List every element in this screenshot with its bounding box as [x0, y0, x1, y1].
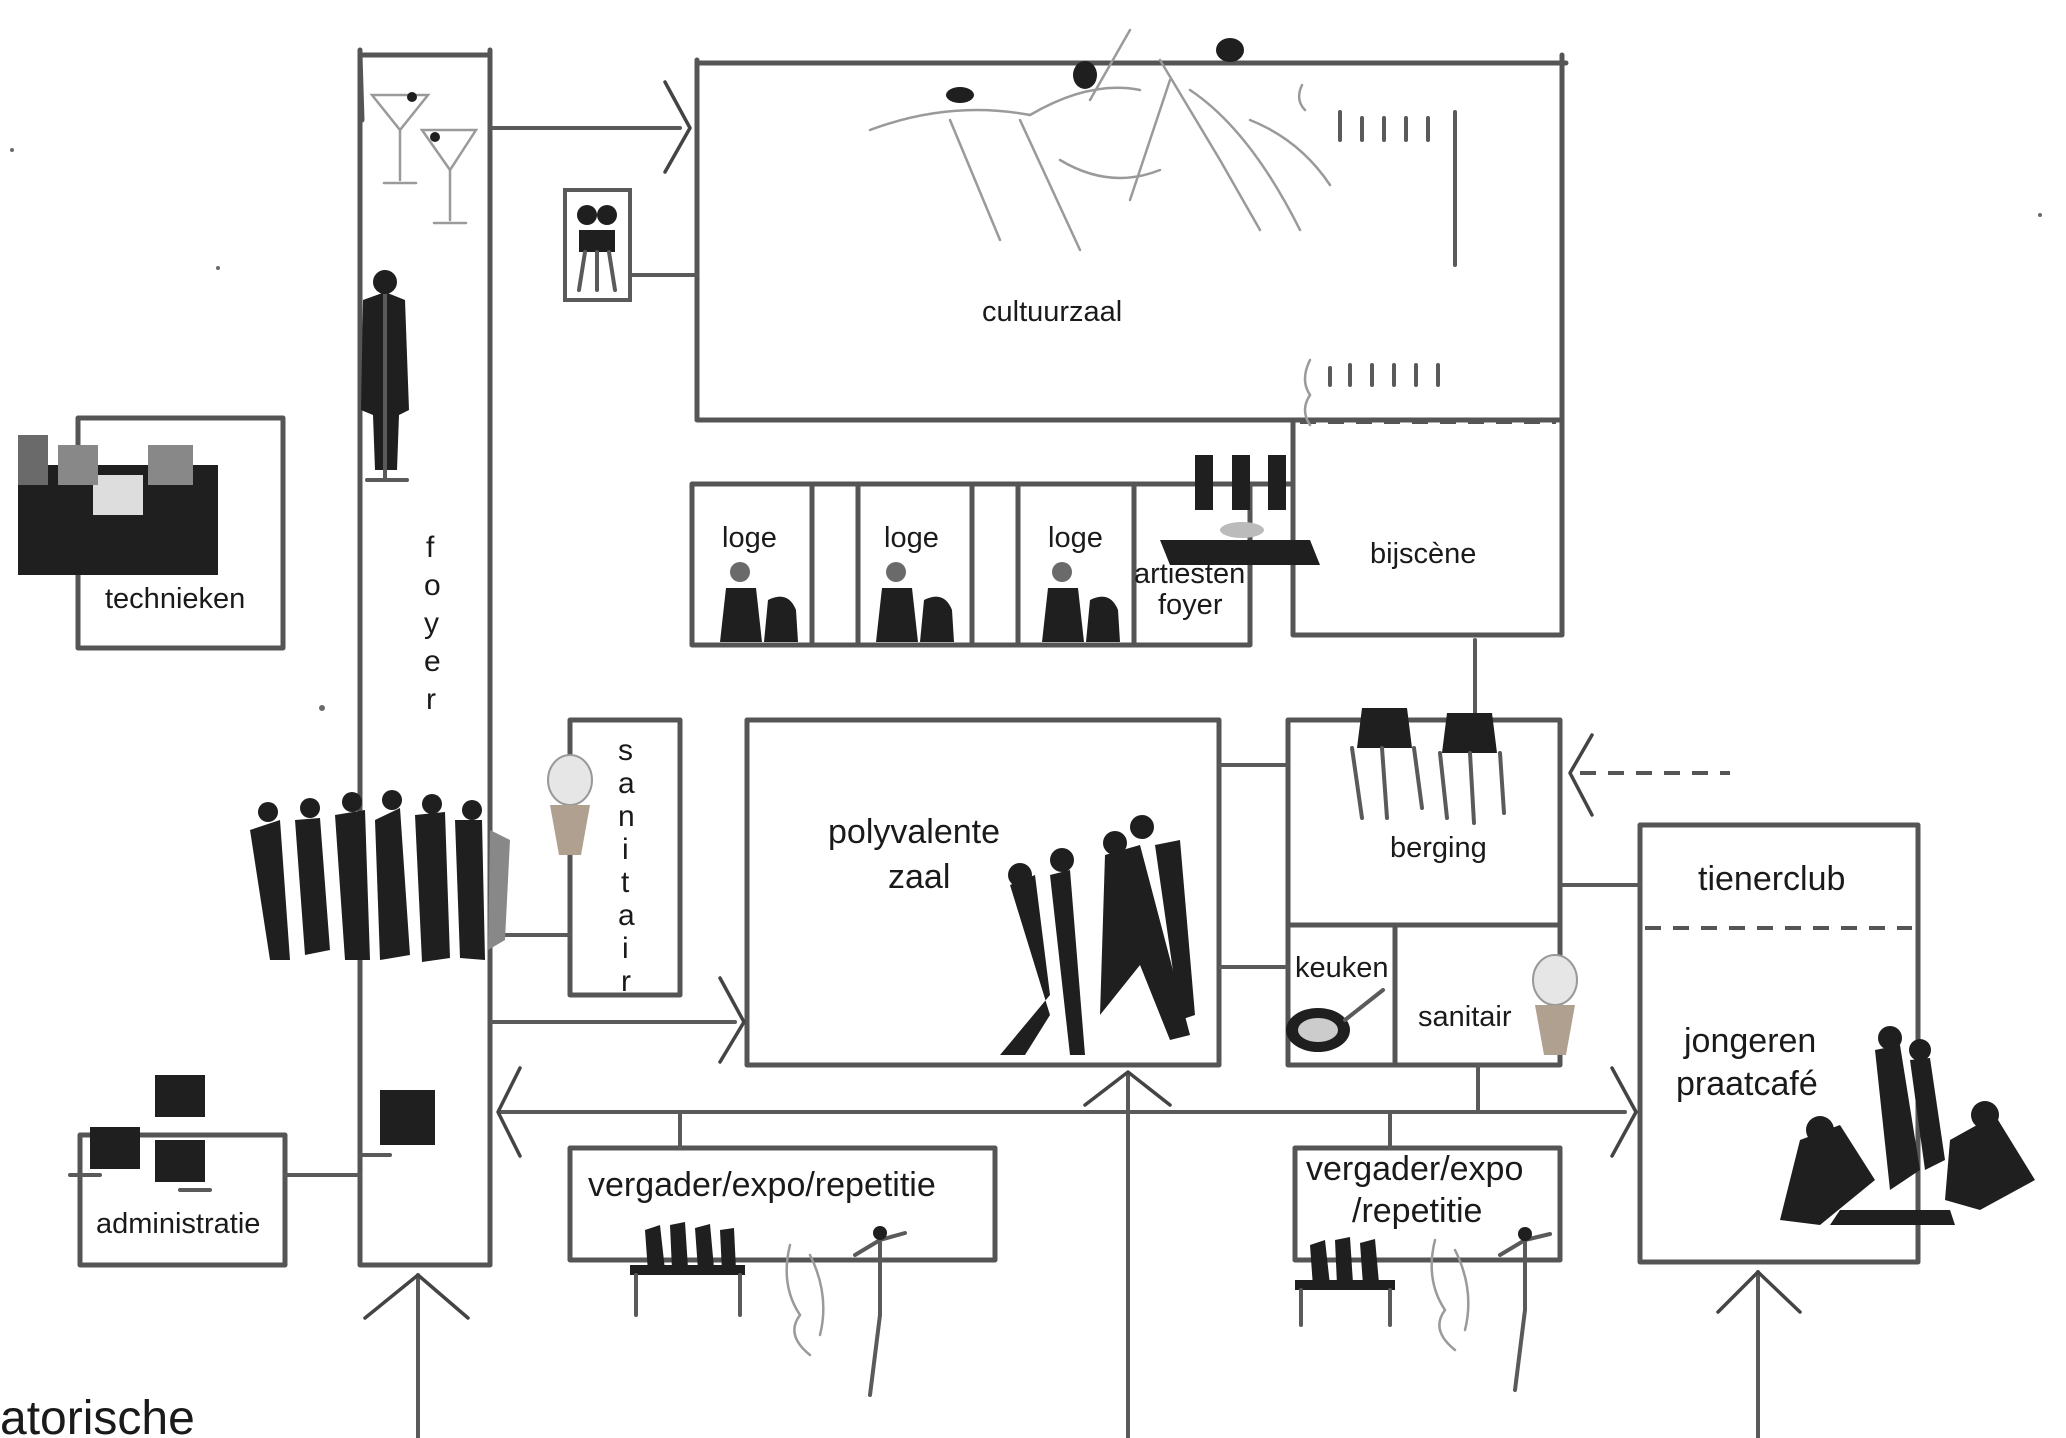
vergader-right-label-line2: /repetitie: [1352, 1192, 1482, 1230]
bijscene-label: bijscène: [1370, 538, 1476, 570]
keuken-label: keuken: [1295, 952, 1389, 984]
toilet-icon-right: [1532, 954, 1578, 1055]
crowd-icon: [250, 790, 510, 962]
cocktail-glasses-icon: [369, 92, 479, 225]
seating-rows-icon: [1297, 83, 1457, 427]
computer-monitor-icon-admin: [68, 1075, 212, 1192]
vergader-right-outline: [1292, 1145, 1563, 1263]
arrowhead-polyvalente: [718, 976, 746, 1064]
dancers-icon: [868, 28, 1332, 252]
foyer-letter-o: o: [424, 569, 441, 602]
meeting-table-icon-right: [1295, 1237, 1395, 1327]
vergader-left-outline: [567, 1145, 998, 1263]
foyer-outline: [357, 47, 493, 1268]
artiesten-foyer-label-line1: artiesten: [1134, 558, 1245, 590]
makeup-artist-icon-2: [876, 562, 954, 642]
toilet-icon-left: [547, 754, 593, 855]
entrance-main-arrowhead: [1083, 1070, 1172, 1107]
artiesten-foyer-label-line2: foyer: [1158, 589, 1223, 621]
connections: [283, 80, 1802, 1438]
mixing-desk-icon: [1160, 455, 1320, 565]
tienerclub-label: tienerclub: [1698, 860, 1845, 898]
loge-label-1: loge: [722, 522, 777, 554]
ballet-dancer-icon-right: [1430, 1227, 1552, 1392]
coat-rack-icon: [361, 270, 409, 482]
loge-label-3: loge: [1048, 522, 1103, 554]
sanitair-letter-1: s: [618, 734, 633, 767]
polyvalente-zaal-outline: [744, 717, 1222, 1068]
technieken-label: technieken: [105, 583, 245, 615]
vergader-left-label: vergader/expo/repetitie: [588, 1166, 936, 1204]
youth-group-icon: [1780, 1026, 2035, 1225]
film-projector-icon: [563, 188, 632, 302]
sanitair-letter-2: a: [618, 767, 635, 800]
polyvalente-label-line2: zaal: [888, 858, 950, 896]
administratie-outline: [77, 1132, 288, 1268]
tech-equipment-icon: [18, 435, 218, 575]
stacked-chairs-icon: [1350, 708, 1506, 825]
jongeren-label-line1: jongeren: [1683, 1022, 1816, 1060]
arrowhead-service: [1568, 733, 1594, 817]
meeting-table-icon-left: [630, 1222, 745, 1317]
frying-pan-icon: [1286, 988, 1385, 1052]
cultuurzaal-label: cultuurzaal: [982, 296, 1122, 328]
sanitair-letter-4: i: [622, 833, 629, 866]
foyer-letter-r: r: [426, 683, 436, 716]
room-labels: cultuurzaal bijscène loge loge loge arti…: [0, 296, 1845, 1438]
dancing-couples-icon: [1000, 815, 1195, 1055]
sanitair-letter-6: a: [618, 899, 635, 932]
sanitair-letter-3: n: [618, 800, 635, 833]
bijscene-outline: [1290, 417, 1565, 638]
sanitair-letter-8: r: [621, 965, 631, 998]
entrance-tienerclub-arrowhead: [1716, 1270, 1802, 1314]
loge-row-outline: [689, 481, 1293, 648]
cultuurzaal-outline: [694, 52, 1569, 423]
makeup-artist-icon-1: [720, 562, 798, 642]
makeup-artist-icon-3: [1042, 562, 1120, 642]
caption-fragment: atorische: [0, 1392, 195, 1438]
arrowhead-corridor-right: [1610, 1066, 1638, 1158]
berging-label: berging: [1390, 832, 1487, 864]
vergader-right-label-line1: vergader/expo: [1306, 1150, 1523, 1188]
computer-monitor-icon-foyer: [358, 1090, 435, 1157]
entrance-foyer-arrowhead: [363, 1273, 470, 1320]
arrowhead-cultuurzaal: [663, 80, 692, 174]
loge-label-2: loge: [884, 522, 939, 554]
foyer-letter-e: e: [424, 645, 441, 678]
sanitair-vertical-outline: [567, 717, 683, 998]
tienerclub-outline: [1637, 822, 1921, 1265]
administratie-label: administratie: [96, 1208, 260, 1240]
sanitair-letter-7: i: [622, 932, 629, 965]
sanitair-label: sanitair: [1418, 1001, 1512, 1033]
foyer-letter-y: y: [424, 607, 439, 640]
arrowhead-corridor-left: [496, 1066, 522, 1158]
polyvalente-label-line1: polyvalente: [828, 813, 1000, 851]
ballet-dancer-icon-left: [785, 1226, 907, 1397]
foyer-letter-f: f: [426, 531, 435, 564]
sanitair-letter-5: t: [621, 866, 630, 899]
jongeren-label-line2: praatcafé: [1676, 1065, 1818, 1103]
speckle-marks: [10, 148, 2042, 711]
